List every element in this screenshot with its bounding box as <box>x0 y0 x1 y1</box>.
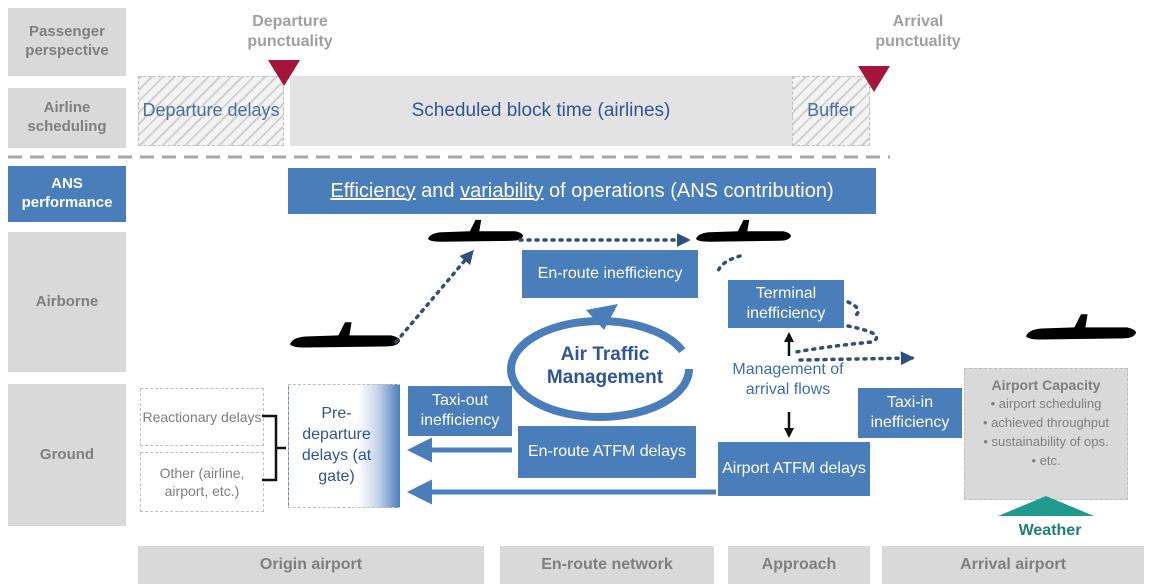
efficiency-text: Efficiency <box>330 179 416 202</box>
origin-airport-label: Origin airport <box>138 546 484 584</box>
reactionary-delays-box: Reactionary delays <box>140 388 264 446</box>
departure-delays-box: Departure delays <box>138 76 284 146</box>
weather-label: Weather <box>1018 522 1082 539</box>
row-label-airline: Airline scheduling <box>8 88 126 148</box>
row-label-airborne: Airborne <box>8 232 126 372</box>
row-label-ground: Ground <box>8 384 126 526</box>
taxi-in-inefficiency-box: Taxi-in inefficiency <box>858 388 962 438</box>
enroute-atfm-delays-box: En-route ATFM delays <box>518 426 696 478</box>
row-label-ans: ANS performance <box>8 166 126 222</box>
plane-arrival-icon <box>1026 314 1136 340</box>
capacity-item: • airport scheduling <box>990 396 1102 412</box>
airport-capacity-title: Airport Capacity <box>991 377 1101 393</box>
weather-triangle-icon <box>998 496 1094 516</box>
capacity-item: • achieved throughput <box>983 415 1109 431</box>
airport-atfm-delays-box: Airport ATFM delays <box>718 442 870 496</box>
scheduled-block-time-bar: Scheduled block time (airlines) <box>290 76 792 146</box>
pre-departure-delays-box: Pre-departure delays (at gate) <box>288 384 400 508</box>
departure-punctuality-label: Departure punctuality <box>247 13 333 50</box>
and-text: and <box>415 179 461 202</box>
plane-origin-icon <box>290 322 400 348</box>
delay-bracket <box>262 414 286 482</box>
capacity-item: • sustainability of ops. <box>983 433 1109 449</box>
capacity-item: • etc. <box>1031 452 1061 468</box>
variability-text: variability <box>460 179 544 202</box>
plane-enroute-icon <box>428 219 523 242</box>
departure-marker-icon <box>268 60 300 86</box>
plane-terminal-icon <box>696 219 791 242</box>
approach-label: Approach <box>728 546 870 584</box>
arrival-airport-label: Arrival airport <box>882 546 1144 584</box>
taxi-out-inefficiency-box: Taxi-out inefficiency <box>408 386 512 436</box>
flight-path <box>394 233 915 366</box>
arrival-marker-icon <box>858 66 890 92</box>
buffer-box: Buffer <box>792 76 870 146</box>
row-label-passenger: Passenger perspective <box>8 8 126 76</box>
enroute-inefficiency-box: En-route inefficiency <box>522 250 698 298</box>
enroute-network-label: En-route network <box>500 546 714 584</box>
ans-efficiency-bar: Efficiency and variability of operations… <box>288 168 876 214</box>
arrival-punctuality-label: Arrival punctuality <box>875 13 961 50</box>
management-arrival-flows-label: Management of arrival flows <box>732 361 844 398</box>
airport-capacity-box: Airport Capacity • airport scheduling • … <box>964 368 1128 500</box>
operations-text: of operations (ANS contribution) <box>543 179 834 202</box>
other-delays-box: Other (airline, airport, etc.) <box>140 452 264 512</box>
terminal-inefficiency-box: Terminal inefficiency <box>728 280 844 328</box>
atm-label: Air Traffic Management <box>546 344 664 388</box>
atm-cycle-arrowhead-icon <box>586 304 618 330</box>
